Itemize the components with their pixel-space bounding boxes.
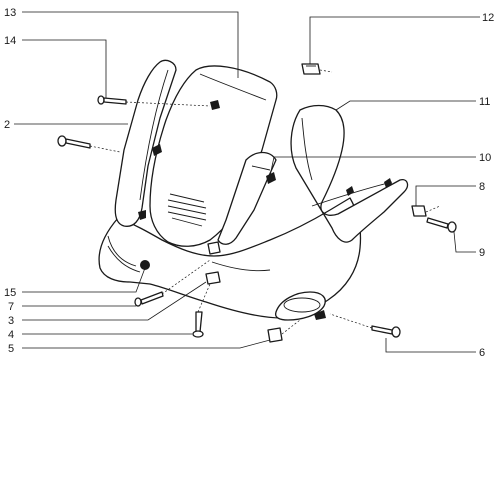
callout-15: 15 xyxy=(4,287,16,299)
callout-9: 9 xyxy=(479,247,485,259)
callout-labels: 13 14 2 12 11 10 8 9 15 7 3 4 5 6 xyxy=(4,7,494,359)
callout-5: 5 xyxy=(8,343,14,355)
callout-8: 8 xyxy=(479,181,485,193)
callout-7: 7 xyxy=(8,301,14,313)
callout-4: 4 xyxy=(8,329,14,341)
left-side-panel xyxy=(114,59,177,227)
center-shield xyxy=(149,65,278,247)
hardware xyxy=(57,63,457,343)
parts-drawing xyxy=(57,59,457,343)
clip-nut-center xyxy=(210,100,220,110)
callout-10: 10 xyxy=(479,152,491,164)
callout-11: 11 xyxy=(479,96,490,108)
right-side-panel xyxy=(290,104,409,243)
inner-bracket xyxy=(217,151,277,245)
callout-13: 13 xyxy=(4,7,16,19)
callout-14: 14 xyxy=(4,35,16,47)
callout-2: 2 xyxy=(4,119,10,131)
vent-slots xyxy=(167,193,207,227)
assembly-lines xyxy=(89,69,441,335)
callout-12: 12 xyxy=(482,12,494,24)
leader-lines xyxy=(14,11,480,353)
front-shield-lower xyxy=(98,197,362,319)
callout-3: 3 xyxy=(8,315,14,327)
callout-6: 6 xyxy=(479,347,485,359)
